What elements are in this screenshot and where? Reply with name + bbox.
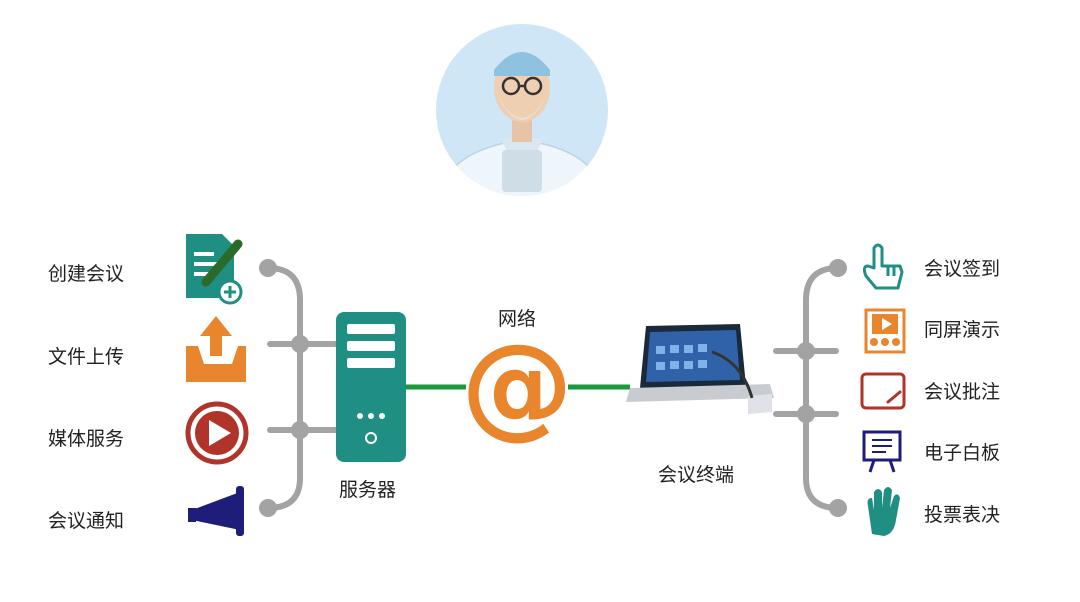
right-connector-nodes [797, 259, 847, 517]
left-feature-label: 会议通知 [48, 510, 125, 532]
conference-terminal-icon [626, 324, 774, 414]
left-connector [265, 265, 339, 511]
play-button-icon [185, 401, 249, 465]
pointing-hand-icon [862, 243, 904, 290]
screen-share-icon [864, 308, 906, 354]
left-feature-label: 媒体服务 [48, 428, 125, 450]
doctor-avatar-icon [436, 24, 608, 196]
megaphone-icon [188, 486, 244, 536]
right-feature-label: 同屏演示 [924, 319, 1001, 341]
annotation-tablet-icon [860, 372, 906, 410]
right-feature-label: 会议批注 [924, 381, 1001, 403]
at-sign-icon: @ [461, 321, 573, 451]
server-tower-icon [336, 312, 406, 462]
left-feature-label: 文件上传 [48, 346, 125, 368]
right-feature-label: 电子白板 [924, 442, 1001, 464]
network-label: 网络 [498, 308, 537, 330]
left-connector-nodes [259, 259, 309, 517]
upload-tray-icon [186, 316, 246, 382]
right-connector [773, 265, 841, 511]
right-feature-label: 投票表决 [924, 504, 1001, 526]
terminal-label: 会议终端 [658, 464, 735, 486]
whiteboard-icon [862, 430, 902, 473]
right-feature-label: 会议签到 [924, 258, 1001, 280]
left-feature-label: 创建会议 [48, 263, 125, 285]
raised-hand-icon [867, 487, 900, 536]
create-meeting-icon [186, 234, 243, 305]
server-label: 服务器 [339, 479, 397, 501]
